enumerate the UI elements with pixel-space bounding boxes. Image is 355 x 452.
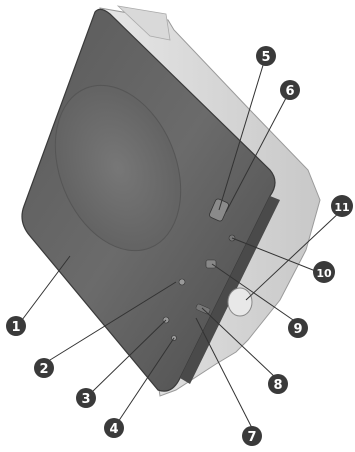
callout-2: 2 [34, 358, 54, 378]
callout-label-1: 1 [11, 320, 20, 335]
callout-label-7: 7 [247, 430, 256, 445]
callout-10: 10 [313, 261, 335, 283]
callout-7: 7 [242, 426, 262, 446]
callout-label-11: 11 [334, 201, 349, 214]
callout-3: 3 [76, 388, 96, 408]
leader-line-1 [22, 256, 70, 320]
callout-label-3: 3 [81, 392, 90, 407]
callout-5: 5 [256, 46, 276, 66]
indicator-light-a [179, 279, 185, 285]
callout-9: 9 [288, 318, 308, 338]
callout-label-5: 5 [261, 50, 270, 65]
side-connector [228, 288, 252, 316]
callout-1: 1 [6, 316, 26, 336]
device-body [22, 6, 320, 396]
callout-6: 6 [280, 80, 300, 100]
callout-11: 11 [331, 195, 353, 217]
callout-label-8: 8 [273, 378, 282, 393]
control-button-b [206, 260, 216, 268]
callout-label-9: 9 [293, 322, 302, 337]
callout-label-10: 10 [316, 267, 332, 280]
callout-8: 8 [268, 374, 288, 394]
callout-label-4: 4 [109, 422, 118, 437]
callout-4: 4 [104, 418, 124, 438]
callout-label-2: 2 [39, 362, 48, 377]
callout-label-6: 6 [285, 84, 294, 99]
